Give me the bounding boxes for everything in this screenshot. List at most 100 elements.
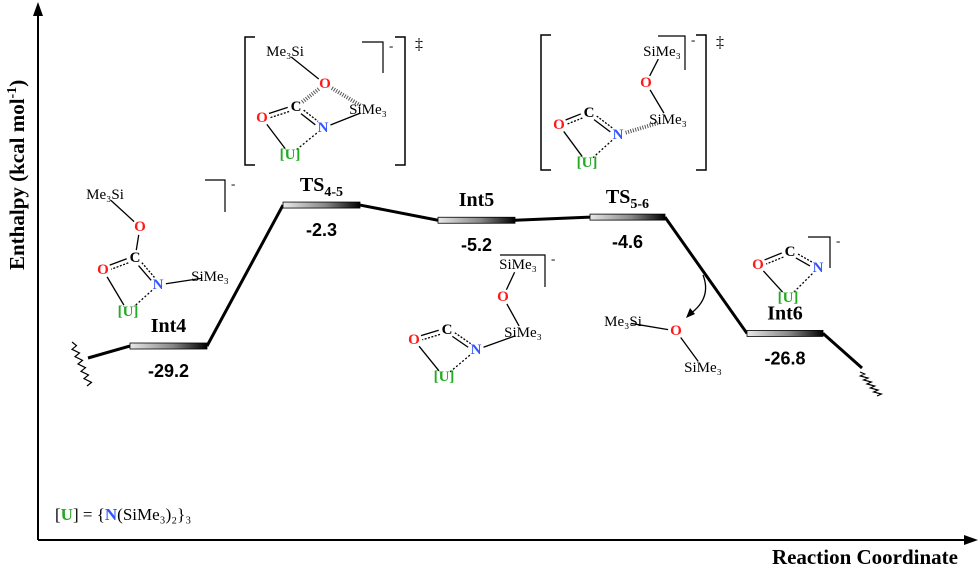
atom-label: [U] <box>577 155 598 171</box>
state-subscript: 4-5 <box>324 185 343 200</box>
energy-level-4 <box>746 330 824 337</box>
connector-line <box>514 215 591 222</box>
atom-label: [U] <box>280 147 301 163</box>
atom-label: O <box>670 323 682 339</box>
charge-bracket <box>658 35 686 70</box>
energy-value: -29.2 <box>148 361 189 381</box>
connector-line <box>663 216 749 335</box>
charge-bracket <box>205 179 226 212</box>
atom-label: N <box>153 277 164 293</box>
bond-forming <box>301 87 320 104</box>
bond-double-solid <box>420 329 439 337</box>
bond-double-solid <box>451 335 469 348</box>
bond-dotted <box>592 139 613 159</box>
bond-single <box>680 337 699 362</box>
bond-double-dashed <box>141 262 155 278</box>
bond-single <box>649 58 659 77</box>
legend-u-definition: [U] = {N(SiMe₃)₂}₃ <box>55 505 191 524</box>
atom-label: O <box>640 75 652 91</box>
atom-label: Me₃Si <box>266 44 304 60</box>
atom-label: SiMe₃ <box>504 325 542 341</box>
atom-label: O <box>408 332 420 348</box>
atom-label: O <box>752 257 764 273</box>
bond-single <box>563 131 583 157</box>
bond-double-solid <box>300 113 316 126</box>
atom-label: [U] <box>118 304 139 320</box>
atom-label: SiMe₃ <box>684 360 722 376</box>
ts-double-dagger: ‡ <box>716 34 724 51</box>
state-label: Int4 <box>151 315 187 337</box>
state-name: Int6 <box>767 302 803 324</box>
bond-single <box>330 112 361 126</box>
state-name: TS <box>300 174 324 196</box>
connector-line <box>87 344 131 360</box>
atom-label: SiMe₃ <box>499 257 537 273</box>
charge-bracket <box>362 41 384 73</box>
bond-single <box>266 123 286 150</box>
bond-single <box>762 270 784 293</box>
charge-bracket <box>808 236 831 268</box>
bond-double-dashed <box>596 115 614 129</box>
x-axis-arrow <box>964 535 978 545</box>
bond-double-solid <box>268 106 288 115</box>
energy-level-2 <box>437 216 516 224</box>
x-axis-label: Reaction Coordinate <box>772 545 958 568</box>
bond-double-dashed <box>797 253 813 263</box>
state-label: Int5 <box>459 189 495 211</box>
atom-label: C <box>442 322 453 338</box>
bond-double-solid <box>565 113 581 121</box>
connector-line <box>359 203 439 222</box>
atom-label: N <box>471 342 482 358</box>
energy-value: -26.8 <box>764 348 805 368</box>
atom-label: Me₃Si <box>604 314 642 330</box>
bond-double-dashed <box>454 332 472 345</box>
energy-value: -2.3 <box>306 220 337 240</box>
atom-label: N <box>613 127 624 143</box>
atom-label: C <box>291 99 302 115</box>
bond-single <box>505 271 516 291</box>
bond-single <box>135 234 140 251</box>
state-name: Int5 <box>459 189 495 211</box>
atom-label: O <box>553 117 565 133</box>
ts-brackets-ts56: ‡ <box>540 34 724 171</box>
right-bracket <box>696 34 707 171</box>
atom-label: C <box>785 244 796 260</box>
bond-single <box>106 276 125 306</box>
atom-label: O <box>256 110 268 126</box>
atom-label: O <box>134 219 146 235</box>
bond-double-solid <box>764 252 783 261</box>
left-bracket <box>244 36 255 166</box>
bond-single <box>630 322 669 331</box>
right-bracket <box>395 36 406 166</box>
y-axis-label: Enthalpy (kcal mol-1) <box>5 80 29 270</box>
bond-double-dashed <box>765 256 784 265</box>
charge-bracket <box>500 254 546 287</box>
bond-double-dashed <box>303 109 319 122</box>
wavy-break-right <box>858 371 884 397</box>
atom-label: SiMe₃ <box>649 112 687 128</box>
curved-arrow-head <box>686 308 695 318</box>
bond-double-dashed <box>567 117 583 125</box>
atom-label: Me₃Si <box>86 187 124 203</box>
bond-double-dashed <box>111 262 129 270</box>
energy-value: -5.2 <box>461 235 492 255</box>
curved-arrow <box>689 274 707 315</box>
bond-single <box>418 345 440 372</box>
atom-label: SiMe₃ <box>191 269 229 285</box>
bond-double-solid <box>795 257 811 267</box>
atom-label: [U] <box>434 369 455 385</box>
energy-level-1 <box>282 201 361 209</box>
connector-line <box>822 332 863 370</box>
bond-double-dashed <box>422 333 441 341</box>
atom-label: O <box>97 262 109 278</box>
charge-minus: - <box>551 251 555 266</box>
connector-line <box>205 204 285 347</box>
charge-minus: - <box>389 38 393 53</box>
atom-label: SiMe₃ <box>349 102 387 118</box>
bond-forming <box>330 86 363 108</box>
